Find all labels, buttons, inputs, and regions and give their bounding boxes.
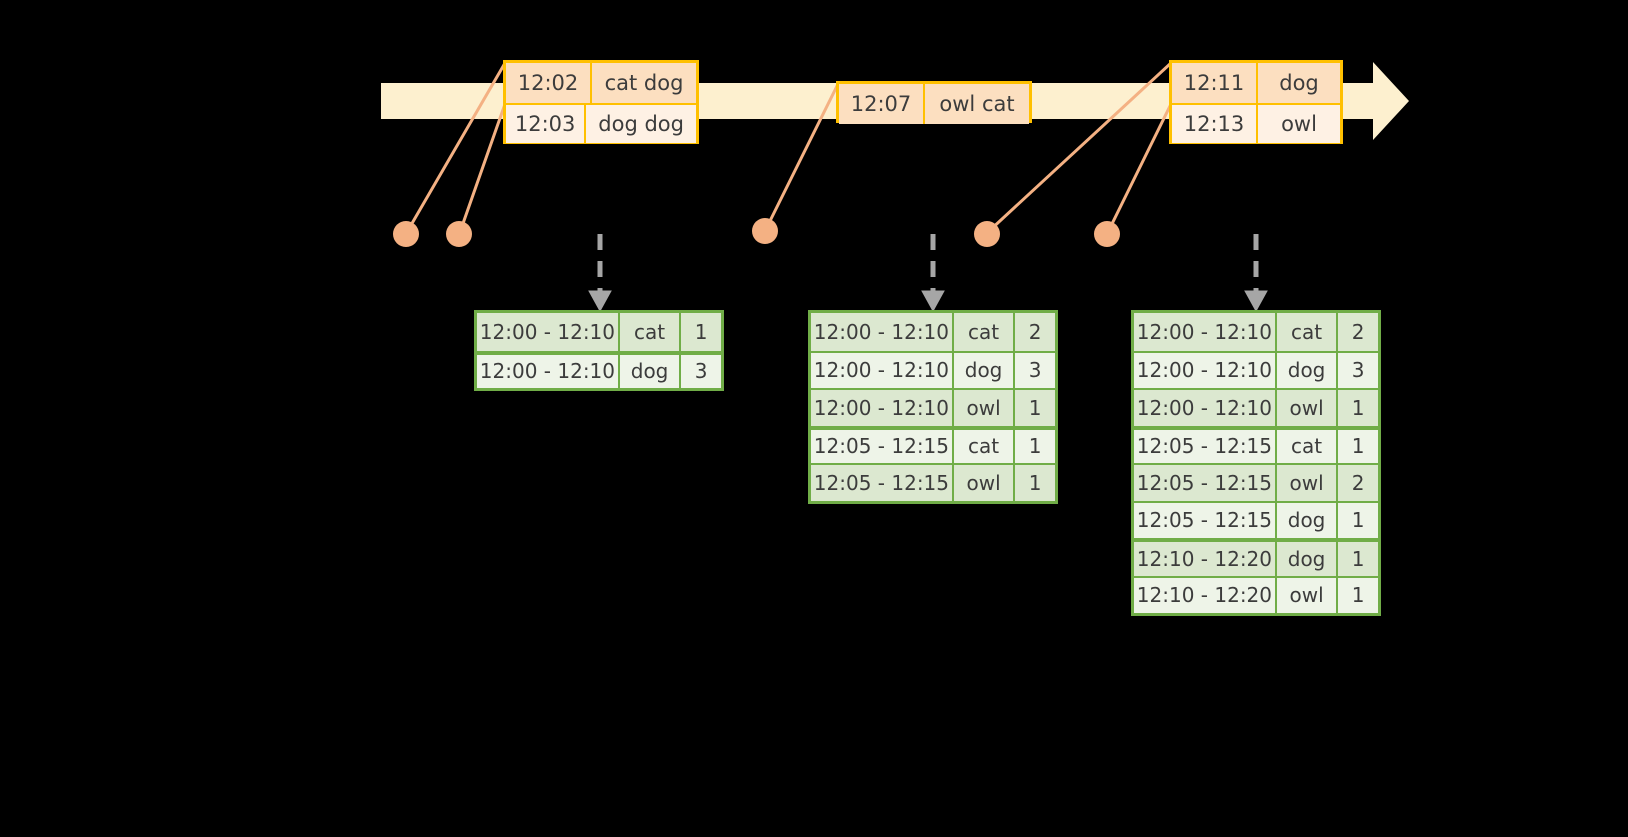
event-group-1: 12:02 cat dog 12:03 dog dog — [503, 60, 699, 144]
table-row: 12:00 - 12:10 dog 3 — [1134, 350, 1378, 388]
event-words: dog dog — [586, 105, 696, 143]
table-row: 12:10 - 12:20 dog 1 — [1134, 538, 1378, 576]
window-cell: 12:05 - 12:15 — [1134, 429, 1277, 463]
event-row: 12:11 dog — [1172, 63, 1340, 103]
event-row: 12:03 dog dog — [506, 103, 696, 143]
event-group-3: 12:11 dog 12:13 owl — [1169, 60, 1343, 144]
window-cell: 12:05 - 12:15 — [1134, 502, 1277, 538]
word-cell: cat — [1276, 313, 1339, 351]
event-words: dog — [1258, 63, 1340, 103]
count-cell: 3 — [1015, 352, 1055, 388]
event-time: 12:11 — [1172, 63, 1258, 103]
event-row: 12:07 owl cat — [839, 84, 1029, 124]
count-cell: 3 — [681, 354, 721, 388]
word-cell: owl — [953, 465, 1016, 501]
table-row: 12:00 - 12:10 owl 1 — [811, 388, 1055, 426]
window-cell: 12:05 - 12:15 — [811, 429, 954, 463]
window-cell: 12:00 - 12:10 — [811, 313, 954, 351]
event-time: 12:07 — [839, 84, 925, 124]
table-row: 12:05 - 12:15 owl 1 — [811, 463, 1055, 501]
count-cell: 1 — [1338, 542, 1378, 576]
table-row: 12:00 - 12:10 owl 1 — [1134, 388, 1378, 426]
table-row: 12:00 - 12:10 cat 2 — [1134, 313, 1378, 351]
window-cell: 12:00 - 12:10 — [477, 313, 620, 351]
word-cell: cat — [619, 313, 682, 351]
window-cell: 12:00 - 12:10 — [477, 354, 620, 388]
window-cell: 12:05 - 12:15 — [811, 465, 954, 501]
result-arrow-2 — [921, 234, 945, 313]
window-cell: 12:00 - 12:10 — [1134, 390, 1277, 426]
word-cell: dog — [953, 352, 1016, 388]
count-cell: 2 — [1338, 313, 1378, 351]
connector-line-2 — [458, 102, 507, 234]
window-cell: 12:10 - 12:20 — [1134, 577, 1277, 613]
window-cell: 12:00 - 12:10 — [1134, 352, 1277, 388]
word-cell: dog — [1276, 352, 1339, 388]
result-arrows — [588, 234, 1268, 313]
count-cell: 2 — [1338, 465, 1378, 501]
word-cell: dog — [619, 354, 682, 388]
table-row: 12:00 - 12:10 cat 2 — [811, 313, 1055, 351]
count-cell: 1 — [1015, 465, 1055, 501]
table-row: 12:10 - 12:20 owl 1 — [1134, 575, 1378, 613]
connector-line-5 — [1106, 102, 1173, 234]
event-dots — [393, 218, 1120, 247]
table-row: 12:00 - 12:10 dog 3 — [477, 350, 721, 388]
event-dot-5 — [1094, 221, 1120, 247]
result-arrow-3 — [1244, 234, 1268, 313]
window-cell: 12:00 - 12:10 — [1134, 313, 1277, 351]
event-time: 12:03 — [506, 105, 587, 143]
word-cell: owl — [953, 390, 1016, 426]
result-table-2: 12:00 - 12:10 cat 2 12:00 - 12:10 dog 3 … — [808, 310, 1058, 504]
event-words: owl — [1258, 105, 1340, 143]
connector-line-1 — [405, 61, 507, 234]
event-dot-2 — [446, 221, 472, 247]
event-row: 12:13 owl — [1172, 103, 1340, 143]
word-cell: cat — [953, 313, 1016, 351]
table-row: 12:00 - 12:10 cat 1 — [477, 313, 721, 351]
connector-line-3 — [764, 82, 840, 231]
window-cell: 12:05 - 12:15 — [1134, 465, 1277, 501]
word-cell: dog — [1276, 502, 1339, 538]
count-cell: 1 — [1338, 390, 1378, 426]
table-row: 12:05 - 12:15 cat 1 — [811, 425, 1055, 463]
event-words: owl cat — [925, 84, 1029, 124]
event-row: 12:02 cat dog — [506, 63, 696, 103]
word-cell: owl — [1276, 465, 1339, 501]
table-row: 12:00 - 12:10 dog 3 — [811, 350, 1055, 388]
table-row: 12:05 - 12:15 owl 2 — [1134, 463, 1378, 501]
count-cell: 1 — [1015, 429, 1055, 463]
count-cell: 1 — [681, 313, 721, 351]
window-cell: 12:00 - 12:10 — [811, 352, 954, 388]
event-time: 12:02 — [506, 63, 592, 103]
count-cell: 1 — [1015, 390, 1055, 426]
result-table-1: 12:00 - 12:10 cat 1 12:00 - 12:10 dog 3 — [474, 310, 724, 391]
event-words: cat dog — [592, 63, 696, 103]
table-row: 12:05 - 12:15 dog 1 — [1134, 500, 1378, 538]
event-group-2: 12:07 owl cat — [836, 81, 1032, 124]
word-cell: dog — [1276, 542, 1339, 576]
count-cell: 1 — [1338, 577, 1378, 613]
count-cell: 3 — [1338, 352, 1378, 388]
window-cell: 12:00 - 12:10 — [811, 390, 954, 426]
count-cell: 2 — [1015, 313, 1055, 351]
word-cell: owl — [1276, 390, 1339, 426]
event-dot-3 — [752, 218, 778, 244]
event-time: 12:13 — [1172, 105, 1258, 143]
window-cell: 12:10 - 12:20 — [1134, 542, 1277, 576]
result-table-3: 12:00 - 12:10 cat 2 12:00 - 12:10 dog 3 … — [1131, 310, 1381, 616]
word-cell: cat — [953, 429, 1016, 463]
result-arrow-1 — [588, 234, 612, 313]
count-cell: 1 — [1338, 429, 1378, 463]
word-cell: owl — [1276, 577, 1339, 613]
event-dot-1 — [393, 221, 419, 247]
word-cell: cat — [1276, 429, 1339, 463]
event-dot-4 — [974, 221, 1000, 247]
count-cell: 1 — [1338, 502, 1378, 538]
table-row: 12:05 - 12:15 cat 1 — [1134, 425, 1378, 463]
